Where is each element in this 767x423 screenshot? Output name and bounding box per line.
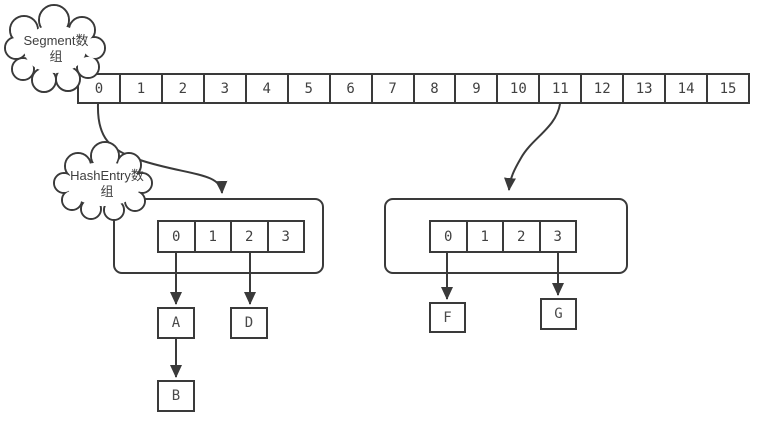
segment-array: 0 1 2 3 4 5 6 7 8 9 10 11 12 13 14 15 bbox=[77, 73, 750, 104]
hashentry-cloud-label: HashEntry数组 bbox=[70, 168, 144, 199]
entry-node-g: G bbox=[540, 298, 577, 330]
entry-node-d: D bbox=[230, 307, 268, 339]
segment-cell: 2 bbox=[163, 75, 205, 102]
segment-cell: 10 bbox=[498, 75, 541, 102]
segment-cell: 5 bbox=[289, 75, 331, 102]
hashentry-cell: 1 bbox=[468, 222, 504, 251]
segment-cell: 8 bbox=[415, 75, 457, 102]
entry-node-f: F bbox=[429, 302, 466, 333]
segment-cell: 14 bbox=[666, 75, 709, 102]
hashentry-cell: 1 bbox=[196, 222, 232, 251]
segment-cloud-label: Segment数组 bbox=[23, 33, 89, 64]
segment-cell: 15 bbox=[719, 80, 737, 97]
entry-node-a: A bbox=[157, 307, 195, 339]
hashentry-cell: 2 bbox=[232, 222, 269, 251]
segment-cell: 4 bbox=[247, 75, 289, 102]
arrow-segment11-to-right-bucket bbox=[504, 103, 561, 191]
segment-cell: 11 bbox=[540, 75, 583, 102]
hashentry-cell: 2 bbox=[504, 222, 541, 251]
hashentry-array-right: 0 1 2 3 bbox=[429, 220, 577, 253]
segment-cell: 1 bbox=[121, 75, 163, 102]
segment-cell: 6 bbox=[331, 75, 373, 102]
hashentry-cell: 3 bbox=[281, 228, 290, 245]
segment-cell: 3 bbox=[205, 75, 247, 102]
hashentry-cell: 3 bbox=[553, 228, 562, 245]
segment-cell: 7 bbox=[373, 75, 415, 102]
entry-node-b: B bbox=[157, 380, 195, 412]
segment-cell: 9 bbox=[456, 75, 499, 102]
segment-cell: 12 bbox=[582, 75, 625, 102]
hashentry-cell: 0 bbox=[159, 222, 196, 251]
segment-cell: 13 bbox=[624, 75, 667, 102]
hashentry-array-left: 0 1 2 3 bbox=[157, 220, 305, 253]
segment-cell: 0 bbox=[79, 75, 121, 102]
hashentry-cell: 0 bbox=[431, 222, 468, 251]
